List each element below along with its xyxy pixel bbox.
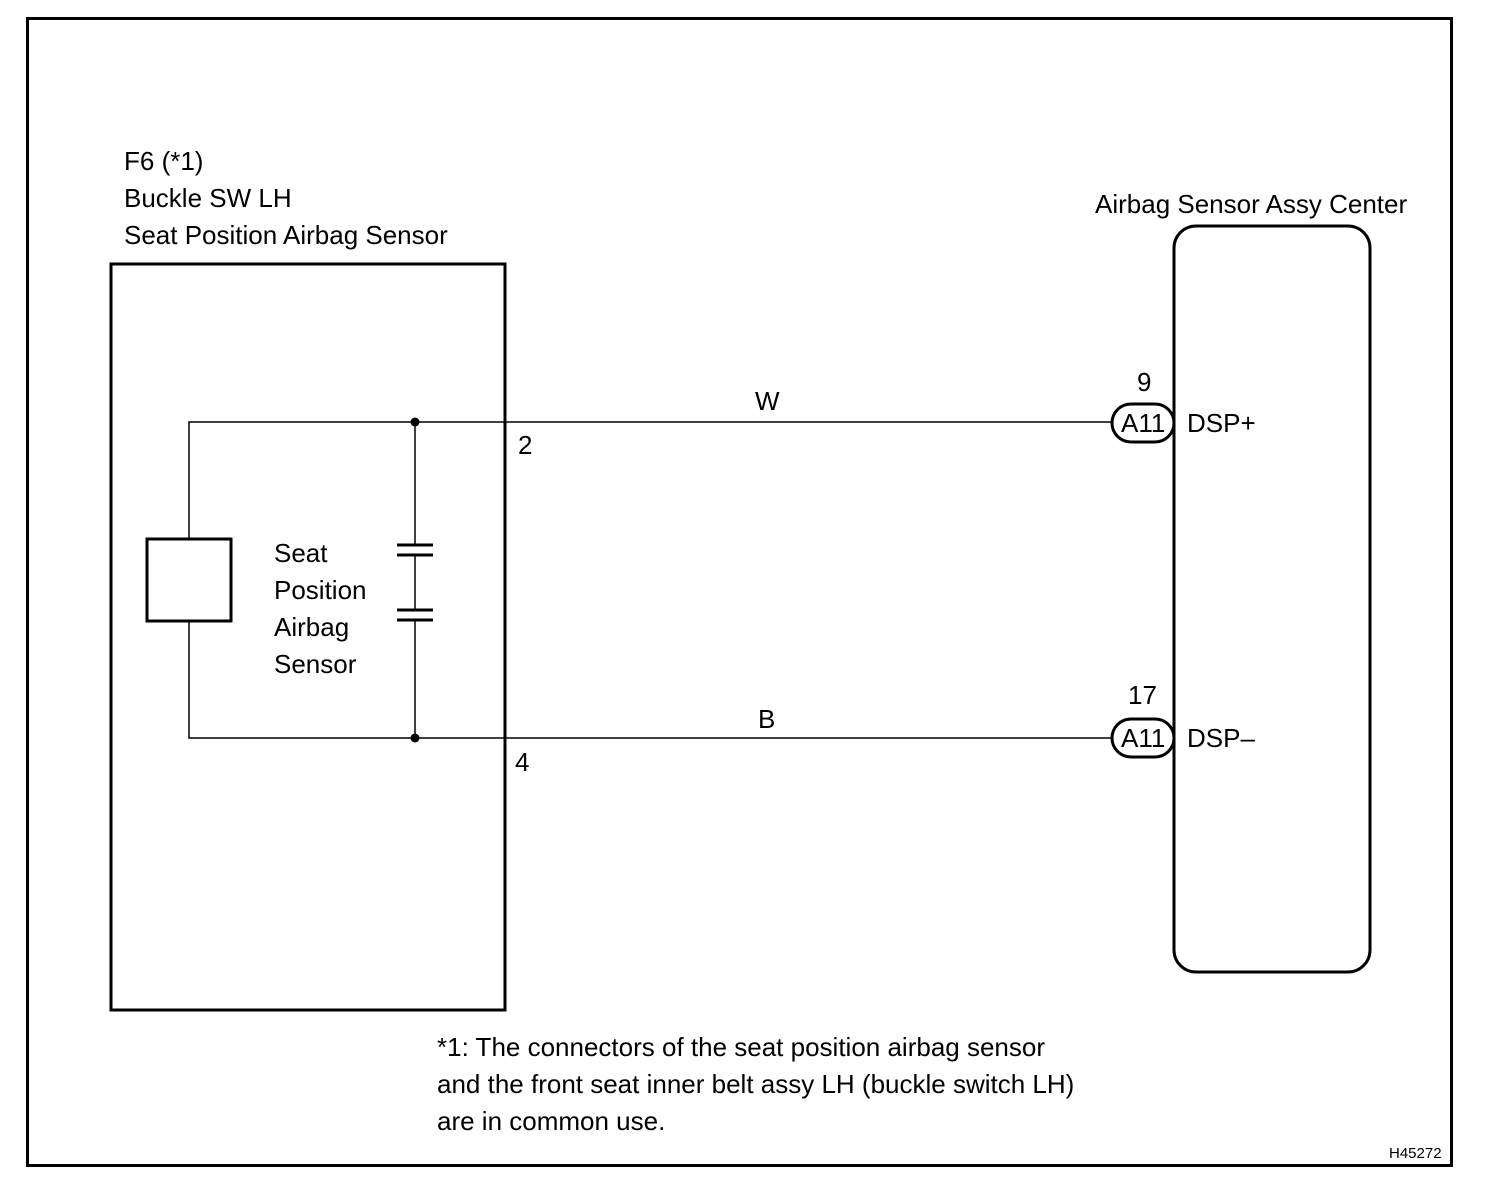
- footnote-line-2: and the front seat inner belt assy LH (b…: [437, 1069, 1075, 1099]
- diagram-frame: [26, 17, 1453, 1167]
- left-component-name: Buckle SW LH: [124, 183, 292, 213]
- right-component-name: Airbag Sensor Assy Center: [1095, 189, 1408, 219]
- left-component-subname: Seat Position Airbag Sensor: [124, 220, 448, 250]
- pin-label-4: 4: [515, 747, 530, 777]
- connector-bottom: [1110, 717, 1176, 759]
- pin-label-2: 2: [518, 430, 533, 460]
- left-component-box: [109, 262, 507, 1012]
- connector-label-bottom: A11: [1121, 723, 1166, 753]
- footnote-line-3: are in common use.: [437, 1106, 666, 1136]
- signal-label-dsp-plus: DSP+: [1187, 408, 1256, 438]
- sensor-label-line-1: Seat: [274, 538, 328, 568]
- figure-id: H45272: [1389, 1145, 1442, 1162]
- sensor-label-line-3: Airbag: [274, 612, 350, 642]
- sensor-element: [145, 537, 233, 623]
- connector-label-top: A11: [1121, 408, 1166, 438]
- left-component-code: F6 (*1): [124, 146, 204, 176]
- pin-number-9: 9: [1137, 367, 1152, 397]
- right-component-box: [1172, 224, 1372, 974]
- sensor-label-line-2: Position: [274, 575, 367, 605]
- footnote-line-1: *1: The connectors of the seat position …: [437, 1032, 1046, 1062]
- wire-color-top: W: [755, 386, 780, 416]
- pin-number-17: 17: [1128, 680, 1157, 710]
- connector-top: [1110, 402, 1176, 444]
- signal-label-dsp-minus: DSP–: [1187, 723, 1255, 753]
- capacitor-upper: [397, 543, 433, 557]
- capacitor-lower: [397, 608, 433, 622]
- sensor-label-line-4: Sensor: [274, 649, 357, 679]
- internal-wiring: [188, 421, 416, 739]
- wire-color-bottom: B: [758, 704, 776, 734]
